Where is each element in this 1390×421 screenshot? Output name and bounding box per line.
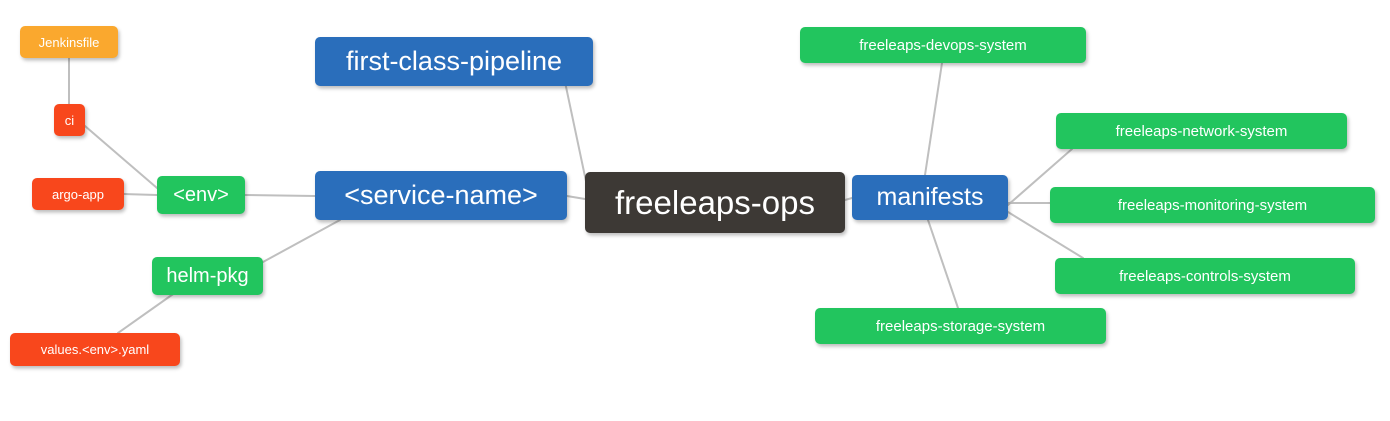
edge-helm_pkg-to-values_yaml: [117, 291, 177, 334]
node-manifests[interactable]: manifests: [852, 175, 1008, 220]
edge-manifests-to-storage_system: [927, 219, 959, 309]
node-helm-pkg[interactable]: helm-pkg: [152, 257, 263, 295]
node-freeleaps-devops-system[interactable]: freeleaps-devops-system: [800, 27, 1086, 63]
node-label: first-class-pipeline: [345, 46, 563, 76]
node-label: freeleaps-devops-system: [859, 36, 1027, 54]
node-label: freeleaps-monitoring-system: [1117, 196, 1308, 214]
node-label: <service-name>: [344, 180, 538, 210]
node-values-env-yaml[interactable]: values.<env>.yaml: [10, 333, 180, 366]
node-freeleaps-ops[interactable]: freeleaps-ops: [585, 172, 845, 233]
node-label: freeleaps-controls-system: [1119, 267, 1291, 285]
edge-root-to-first_class_pipeline: [564, 81, 588, 187]
edge-manifests-to-devops_system: [924, 62, 943, 176]
node-freeleaps-monitoring-system[interactable]: freeleaps-monitoring-system: [1050, 187, 1375, 223]
edge-env-to-argo_app: [123, 193, 158, 196]
node-env[interactable]: <env>: [157, 176, 245, 214]
node-label: freeleaps-network-system: [1115, 122, 1288, 140]
node-label: Jenkinsfile: [38, 34, 100, 50]
node-first-class-pipeline[interactable]: first-class-pipeline: [315, 37, 593, 86]
node-label: <env>: [173, 184, 229, 206]
node-label: ci: [64, 112, 75, 128]
edge-root-to-service_name: [566, 195, 586, 200]
edge-service_name-to-helm_pkg: [262, 219, 341, 263]
node-label: values.<env>.yaml: [40, 342, 150, 357]
node-label: freeleaps-storage-system: [875, 317, 1046, 335]
node-service-name[interactable]: <service-name>: [315, 171, 567, 220]
node-freeleaps-storage-system[interactable]: freeleaps-storage-system: [815, 308, 1106, 344]
node-ci[interactable]: ci: [54, 104, 85, 136]
node-label: argo-app: [51, 186, 105, 202]
edge-service_name-to-env: [244, 194, 316, 197]
node-argo-app[interactable]: argo-app: [32, 178, 124, 210]
node-jenkinsfile[interactable]: Jenkinsfile: [20, 26, 118, 58]
node-label: helm-pkg: [166, 265, 249, 287]
node-label: freeleaps-ops: [615, 184, 815, 221]
node-freeleaps-network-system[interactable]: freeleaps-network-system: [1056, 113, 1347, 149]
node-label: manifests: [876, 183, 984, 211]
edge-root-to-manifests: [844, 197, 853, 201]
node-freeleaps-controls-system[interactable]: freeleaps-controls-system: [1055, 258, 1355, 294]
